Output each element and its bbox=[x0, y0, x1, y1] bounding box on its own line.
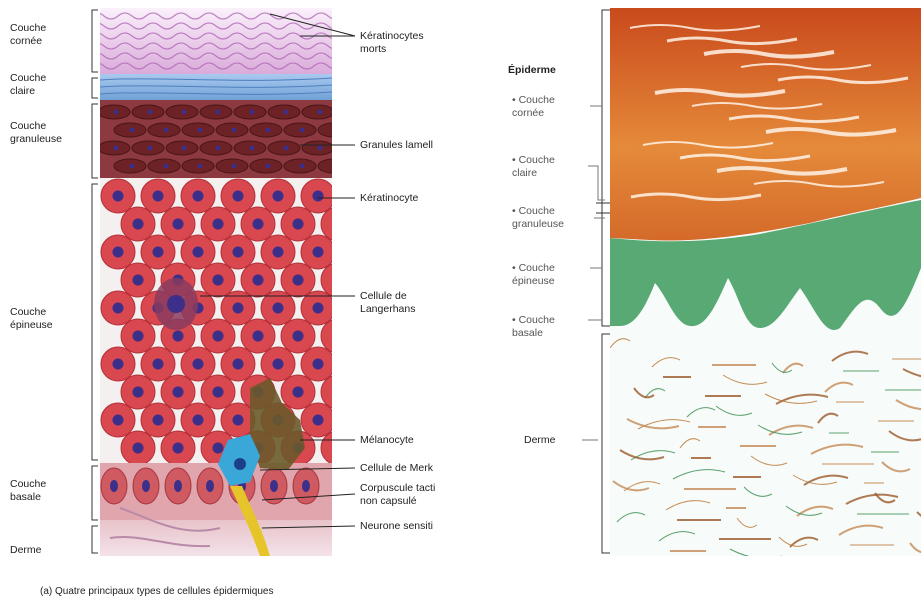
callout-keratinocytes-morts: Kératinocytes morts bbox=[360, 30, 424, 56]
label-epiderme-title: Épiderme bbox=[508, 64, 556, 77]
right-leader-lines bbox=[560, 0, 610, 460]
right-label-basale: • Couche basale bbox=[512, 314, 555, 340]
right-label-granuleuse: • Couche granuleuse bbox=[512, 205, 564, 231]
right-label-derme: Derme bbox=[524, 434, 556, 447]
histology-micrograph bbox=[610, 8, 921, 556]
right-label-cornee: • Couche cornée bbox=[512, 94, 555, 120]
callout-keratinocyte: Kératinocyte bbox=[360, 192, 418, 205]
callout-melanocyte: Mélanocyte bbox=[360, 434, 414, 447]
right-label-epineuse: • Couche épineuse bbox=[512, 262, 555, 288]
figure-caption: (a) Quatre principaux types de cellules … bbox=[40, 586, 273, 597]
callout-granules-lamellaires: Granules lamell bbox=[360, 139, 433, 152]
callout-neurone-sensitif: Neurone sensiti bbox=[360, 520, 433, 533]
callout-cellule-merkel: Cellule de Merk bbox=[360, 462, 433, 475]
right-label-claire: • Couche claire bbox=[512, 154, 555, 180]
callout-corpuscule-tactile: Corpuscule tacti non capsulé bbox=[360, 482, 435, 508]
callout-cellule-langerhans: Cellule de Langerhans bbox=[360, 290, 415, 316]
left-leader-lines bbox=[0, 0, 480, 560]
histology-micrograph-svg bbox=[610, 8, 921, 556]
